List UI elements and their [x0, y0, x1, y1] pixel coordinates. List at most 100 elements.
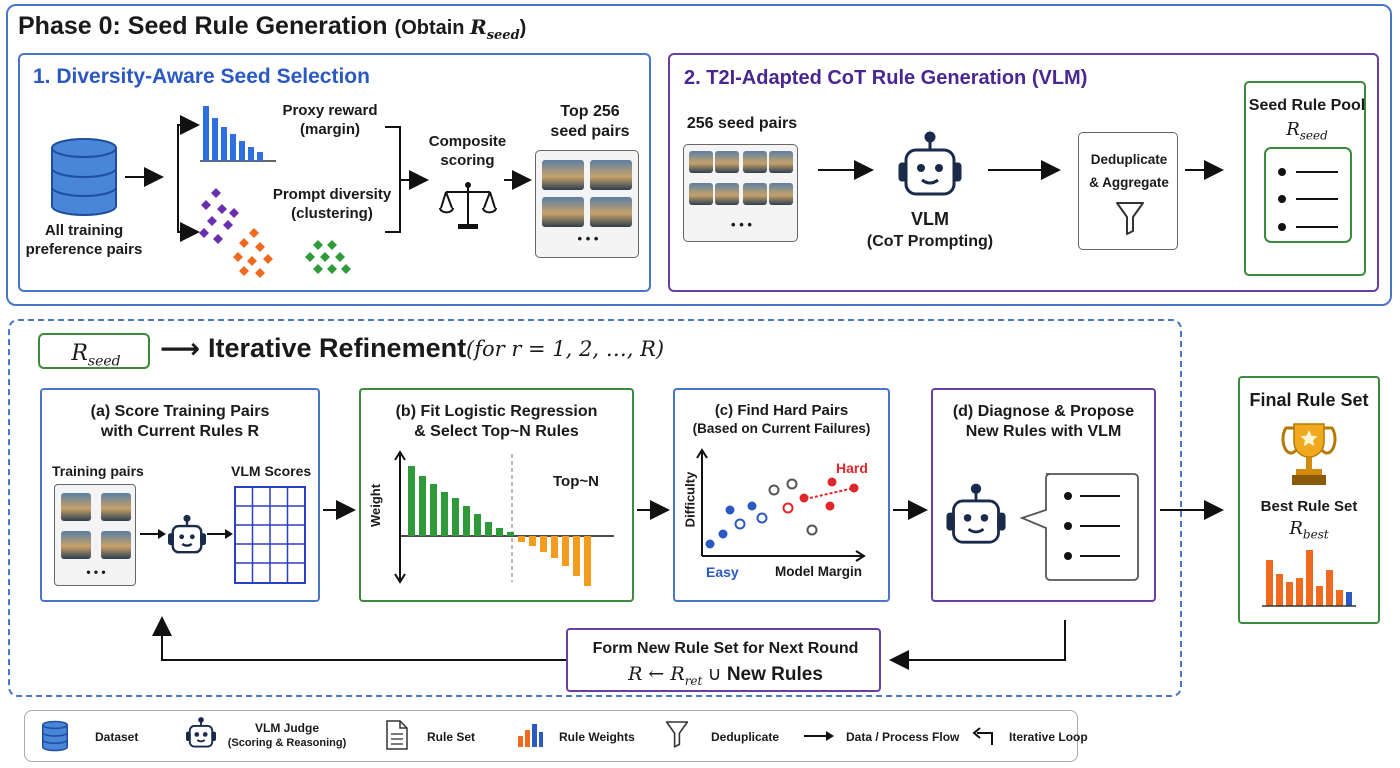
cot-generation-title: 2. T2I-Adapted CoT Rule Generation (VLM) [684, 67, 1088, 89]
robot-icon [946, 483, 1006, 544]
thumbnail [743, 183, 767, 205]
top256-thumbnails: • • • [535, 150, 639, 258]
scatter-points [705, 477, 859, 549]
legend-robot-icon [186, 717, 216, 748]
training-pairs-thumbnails: • • • [54, 484, 136, 586]
best-ruleset-symbol: R [1289, 518, 1303, 539]
weight-bar [518, 536, 525, 542]
proxy-reward-bars-icon [200, 106, 276, 162]
seed-selection-panel [18, 53, 651, 292]
final-ruleset-title: Final Rule Set [1249, 390, 1369, 410]
thumbnail [769, 183, 793, 205]
step-c-title-line1: (c) Find Hard Pairs [714, 402, 849, 419]
seed-rules-symbol: R [71, 341, 88, 366]
seed-rule-pool-sub: seed [1299, 128, 1328, 143]
step-c-title-line2: (Based on Current Failures) [692, 420, 871, 436]
best-ruleset-symbol-wrap: Rbest [1238, 518, 1380, 542]
legend-arrow-right-icon [804, 731, 834, 741]
composite-line2: scoring [440, 151, 495, 169]
step-d-title-line1: (d) Diagnose & Propose [952, 403, 1135, 420]
seed-pairs-ellipsis: • • • [731, 217, 752, 232]
step-d-title: (d) Diagnose & Propose New Rules with VL… [931, 402, 1156, 442]
vlm-sublabel: (CoT Prompting) [866, 233, 994, 250]
hard-label: Hard [836, 460, 868, 476]
thumbnail [689, 151, 713, 173]
weight-bar [408, 466, 415, 536]
weight-bar [441, 492, 448, 536]
step-d-panel [931, 388, 1156, 602]
hard-pairs-scatter [696, 448, 866, 562]
model-margin-label: Model Margin [775, 564, 862, 579]
training-pairs-label: Training pairs [52, 463, 144, 479]
thumbnail [542, 197, 584, 227]
phase0-title-text: Phase 0: Seed Rule Generation [18, 12, 388, 40]
top256-label: Top 256 seed pairs [540, 102, 640, 142]
step-c-title: (c) Find Hard Pairs (Based on Current Fa… [673, 402, 890, 438]
weight-bar [474, 514, 481, 536]
prompt-diversity-line2: (clustering) [291, 204, 373, 222]
weight-bar [430, 484, 437, 536]
formula-union: ∪ [702, 664, 727, 685]
formula-part1: R ← R [628, 663, 685, 685]
robot-icon [898, 131, 962, 196]
weight-bar [540, 536, 547, 552]
dedup-label: Deduplicate & Aggregate [1079, 149, 1179, 195]
iterative-refinement-title: Iterative Refinement [208, 333, 467, 363]
thumbnail [61, 493, 91, 521]
legend-dataset-label: Dataset [95, 730, 139, 744]
prompt-diversity-line1: Prompt diversity [272, 186, 392, 203]
weight-bar [452, 498, 459, 536]
dedup-aggregate-box: Deduplicate & Aggregate [1078, 132, 1178, 250]
weight-bar [529, 536, 536, 546]
robot-icon [168, 514, 206, 554]
step-b-title-line2: & Select Top~N Rules [414, 423, 579, 440]
legend-funnel-icon [665, 721, 689, 748]
weight-bar [485, 522, 492, 536]
proxy-reward-line1: Proxy reward [282, 102, 378, 119]
formula-new-rules: New Rules [726, 664, 823, 685]
thumbnail [101, 493, 131, 521]
legend-weights-label: Rule Weights [559, 730, 635, 744]
thumbnail [715, 183, 739, 205]
step-a-panel [40, 388, 320, 602]
vlm-scores-grid [234, 486, 306, 584]
easy-label: Easy [706, 564, 739, 580]
vlm-scores-label: VLM Scores [231, 463, 312, 479]
loop-arrow-to-formula [889, 620, 1066, 670]
seed-rules-chip: Rseed [38, 333, 150, 369]
thumbnail [61, 531, 91, 559]
best-ruleset-sub: best [1302, 527, 1329, 542]
dedup-line2: & Aggregate [1089, 174, 1169, 190]
weight-bar [584, 536, 591, 586]
thumbnail [590, 160, 632, 190]
weight-axis-label: Weight [368, 483, 384, 528]
legend-document-icon [386, 720, 408, 750]
legend-dedup-label: Deduplicate [711, 730, 780, 744]
phase0-obtain-symbol: R [470, 15, 487, 39]
balance-scale-icon [439, 182, 497, 229]
dataset-label-line1: All training [44, 222, 124, 239]
seed-rules-sub: seed [87, 353, 121, 370]
weight-bars [408, 466, 591, 586]
next-round-formula: R ← Rret ∪ New Rules [568, 663, 883, 688]
iterative-refinement-range: (for r = 1, 2, …, R) [466, 337, 665, 361]
weight-bar [551, 536, 558, 558]
seed-rule-pool-box: Seed Rule Pool Rseed [1244, 81, 1366, 276]
rule-weights-chart [394, 450, 614, 586]
step-a-title: (a) Score Training Pairs with Current Ru… [40, 402, 320, 442]
formula-sub: ret [684, 673, 703, 688]
best-ruleset-weights-icon [1262, 550, 1356, 607]
step-b-title-line1: (b) Fit Logistic Regression [395, 403, 598, 420]
legend-dataset-icon [42, 720, 68, 752]
top256-ellipsis: • • • [577, 231, 599, 246]
arrow-seed-to-refinement: ⟶ [160, 333, 201, 364]
top256-line2: seed pairs [550, 123, 630, 140]
top256-line1: Top 256 [560, 103, 620, 120]
weight-bar [496, 528, 503, 536]
arrow-robot-to-scores [207, 529, 233, 539]
thumbnail [769, 151, 793, 173]
seed-rule-pool-symbol: R [1286, 119, 1300, 140]
final-ruleset-panel [1238, 376, 1380, 624]
seed-pairs-label: 256 seed pairs [686, 115, 798, 132]
